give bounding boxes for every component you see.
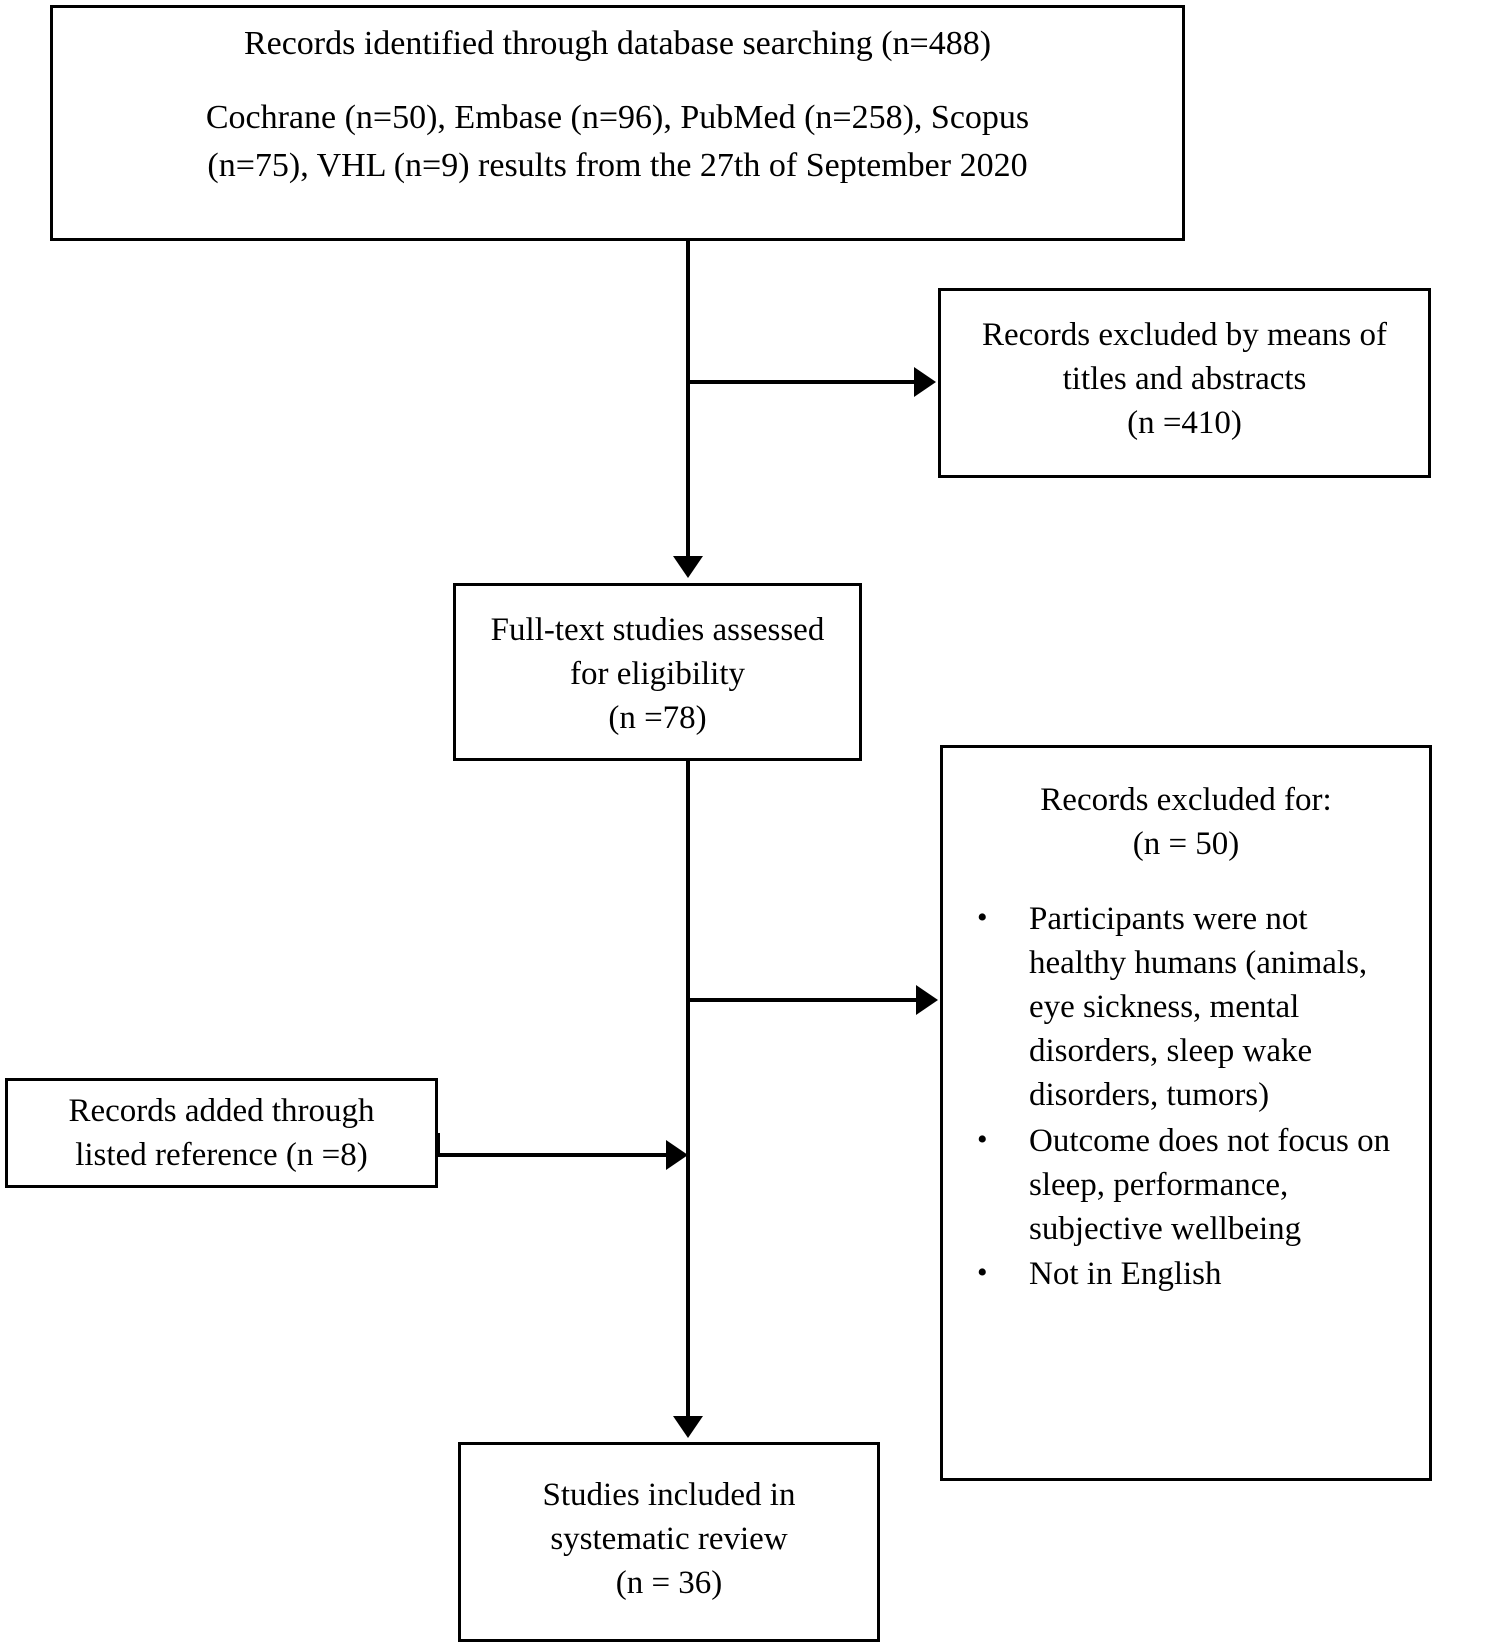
excluded-titles-line2: titles and abstracts [1062,361,1307,398]
list-item-label: Not in English [1029,1256,1222,1293]
excluded-titles-line3: (n =410) [1127,405,1242,442]
arrowhead-to-included [673,1416,703,1438]
box-records-identified: Records identified through database sear… [50,5,1185,241]
arrowhead-to-fulltext [673,556,703,578]
fulltext-line3: (n =78) [608,700,707,737]
box-studies-included: Studies included in systematic review (n… [458,1442,880,1642]
included-line1: Studies included in [542,1477,796,1513]
connector-added-riser [436,1133,440,1157]
excluded-for-heading2: (n = 50) [1132,826,1240,863]
list-item: • Not in English [977,1253,1411,1297]
box-records-excluded-titles-abstracts: Records excluded by means of titles and … [938,288,1431,478]
connector-identified-to-junction [686,241,690,386]
records-identified-line2: Cochrane (n=50), Embase (n=96), PubMed (… [205,99,1030,185]
list-item: • Outcome does not focus on sleep, perfo… [977,1120,1411,1252]
added-reference-line1: Records added through [68,1092,375,1129]
added-reference-line2: listed reference (n =8) [75,1137,368,1173]
list-item-label: Outcome does not focus on sleep, perform… [1029,1122,1391,1247]
included-line2: systematic review [550,1521,788,1558]
list-item-label: Participants were not healthy humans (an… [1029,901,1368,1113]
box-fulltext-studies-assessed: Full-text studies assessed for eligibili… [453,583,862,761]
bullet-icon: • [977,1256,988,1290]
excluded-titles-line1: Records excluded by means of [981,317,1388,353]
connector-junction-to-excluded-titles [686,380,916,384]
records-identified-line1: Records identified through database sear… [243,25,992,62]
box-records-added-listed-reference: Records added through listed reference (… [5,1078,438,1188]
bullet-icon: • [977,1122,988,1156]
connector-fulltext-down [686,761,690,1001]
connector-to-included [686,998,690,1416]
connector-fulltext-to-excluded-for [686,998,918,1002]
included-line3: (n = 36) [615,1565,723,1602]
excluded-for-reason-list: • Participants were not healthy humans (… [943,898,1429,1299]
fulltext-line1: Full-text studies assessed [490,612,825,648]
list-item: • Participants were not healthy humans (… [977,898,1411,1117]
connector-added-to-spine [436,1153,668,1157]
arrowhead-to-excluded-titles [914,367,936,397]
fulltext-line2: for eligibility [569,656,746,693]
connector-junction-to-fulltext [686,380,690,556]
box-records-excluded-for: Records excluded for: (n = 50) • Partici… [940,745,1432,1481]
arrowhead-to-excluded-for [916,985,938,1015]
arrowhead-added-to-spine [666,1140,688,1170]
bullet-icon: • [977,901,988,935]
excluded-for-heading1: Records excluded for: [1040,782,1332,818]
